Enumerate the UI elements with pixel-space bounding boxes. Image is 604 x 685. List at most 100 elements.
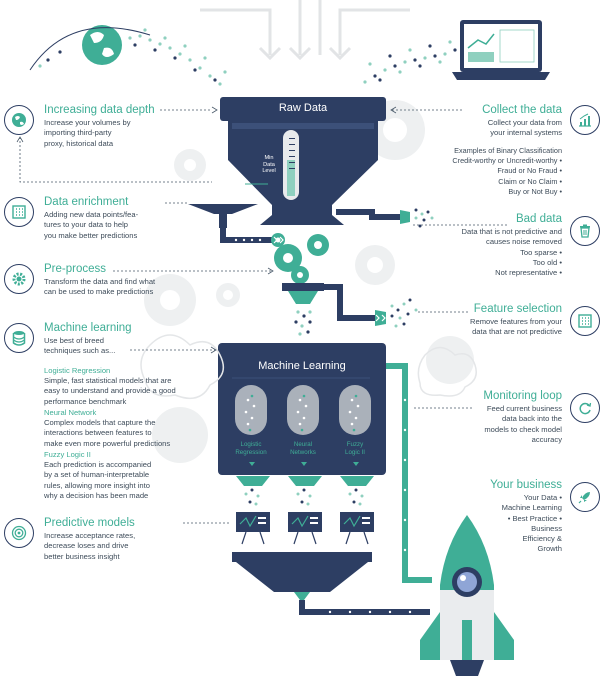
globe-icon-circle [4,105,34,135]
text-line: easy to understand and provide a good [44,386,176,396]
increasing-data-depth-text: Increase your volumes by importing third… [44,118,184,149]
text-line: proxy, historical data [44,138,114,148]
model-label-line: Fuzzy [346,441,364,448]
refresh-icon [579,402,592,415]
text-line: models to check model [484,424,562,434]
text-line: performance benchmark [44,396,127,406]
technique-neural-text: Complex models that capture the interact… [44,418,214,449]
globe-icon [12,113,26,127]
grid-icon-circle-right [570,306,600,336]
bottom-funnel [232,552,430,615]
example-line: Buy or Not Buy • [508,186,562,196]
text-line: Transform the data and find what [44,277,156,286]
right-mini-arrows [273,187,402,322]
monitoring-loop-title: Monitoring loop [483,390,562,402]
gear-icon [12,272,26,286]
text-line: Increase your volumes by [44,118,131,127]
presentation-boards [236,512,374,545]
example-line: Claim or No Claim • [498,176,562,186]
target-icon [11,525,27,541]
text-line: can be used to make predictions [44,287,154,297]
dotted-connectors [16,106,508,524]
text-line: Your Data • [523,493,562,502]
preprocess-funnel [282,283,324,304]
output-dots [244,488,364,506]
text-line: make even more powerful predictions [44,438,171,448]
pre-process-title: Pre-process [44,263,106,275]
technique-logistic-text: Simple, fast statistical models that are… [44,376,214,407]
text-line: decrease loses and drive [44,541,129,551]
gauge-line-1: Min [264,155,274,161]
text-line: Growth [537,544,562,554]
database-icon [12,331,26,346]
model-label-line: Logic II [345,448,365,456]
feature-selection-title: Feature selection [473,303,562,315]
increasing-data-depth-title: Increasing data depth [44,104,155,116]
grid-icon-circle [4,197,34,227]
feature-dots [390,298,418,328]
collect-the-data-title: Collect the data [482,104,562,116]
grid-icon [12,205,26,219]
feature-selection-text: Remove features from your data that are … [420,317,562,338]
trash-icon [580,224,590,238]
globe-icon [29,25,151,71]
text-line: why a decision has been made [44,490,149,500]
text-line: causes noise removed [486,237,562,247]
your-business-text: Your Data • Machine Learning • Best Prac… [440,493,562,555]
text-line: data back into the [502,414,562,424]
model-label-line: Logistic [240,441,262,448]
laptop-icon [452,20,550,80]
text-line: your internal systems [490,128,562,138]
text-line: importing third-party [44,128,112,138]
text-line: Increase acceptance rates, [44,531,136,540]
text-line: Data that is not predictive and [461,227,562,236]
model-label-line: Regression [235,448,267,456]
predictive-models-title: Predictive models [44,517,135,529]
model-label-fuzzy: Fuzzy Logic II [333,441,377,456]
raw-data-funnel [220,97,386,225]
example-line: Credit-worthy or Uncredit-worthy • [452,156,562,166]
grid-icon [578,314,592,328]
chart-icon-circle [570,105,600,135]
technique-fuzzy-text: Each prediction is accompanied by a set … [44,460,214,501]
gauge-line-2: Data [263,161,275,168]
text-line: Not representative • [495,268,562,278]
laptop-data-stream [363,40,457,84]
trash-icon-circle [570,216,600,246]
model-label-logistic: Logistic Regression [229,441,273,456]
predictive-models-text: Increase acceptance rates, decrease lose… [44,531,184,562]
text-line: Collect your data from [487,118,562,127]
example-line: Fraud or No Fraud • [497,166,562,176]
pre-process-text: Transform the data and find what can be … [44,277,184,298]
model-label-line: Neural [293,441,313,448]
bad-data-pipe [336,209,410,224]
min-data-level-label: Min Data Level [256,155,282,175]
rocket-icon [420,515,514,676]
your-business-title: Your business [490,479,562,491]
gauge-line-3: Level [262,168,276,175]
globe-data-stream [38,28,227,86]
model-label-line: Networks [290,448,316,456]
feature-pipe [322,284,386,326]
text-line: better business insight [44,551,120,561]
text-line: accuracy [531,434,562,444]
model-label-neural: Neural Networks [281,441,325,456]
collect-the-data-text: Collect your data from your internal sys… [420,118,562,139]
text-line: Machine Learning [501,503,562,513]
text-line: Too sparse • [520,247,562,257]
raw-data-title: Raw Data [278,102,328,114]
example-line: Examples of Binary Classification [454,146,562,155]
data-enrichment-text: Adding new data points/fea- tures to you… [44,210,174,241]
brain-icon-right [417,346,477,397]
text-line: Efficiency & [522,534,562,544]
rocket-icon-circle [570,482,600,512]
text-line: Business [531,523,562,533]
output-funnels [236,476,374,486]
data-enrichment-title: Data enrichment [44,196,129,208]
gear-icon-circle [4,264,34,294]
text-line: interactions between features to [44,428,152,438]
monitoring-loop-pipe [386,363,432,583]
database-icon-circle [4,323,34,353]
text-line: Each prediction is accompanied [44,460,152,469]
bad-data-title: Bad data [515,213,562,225]
